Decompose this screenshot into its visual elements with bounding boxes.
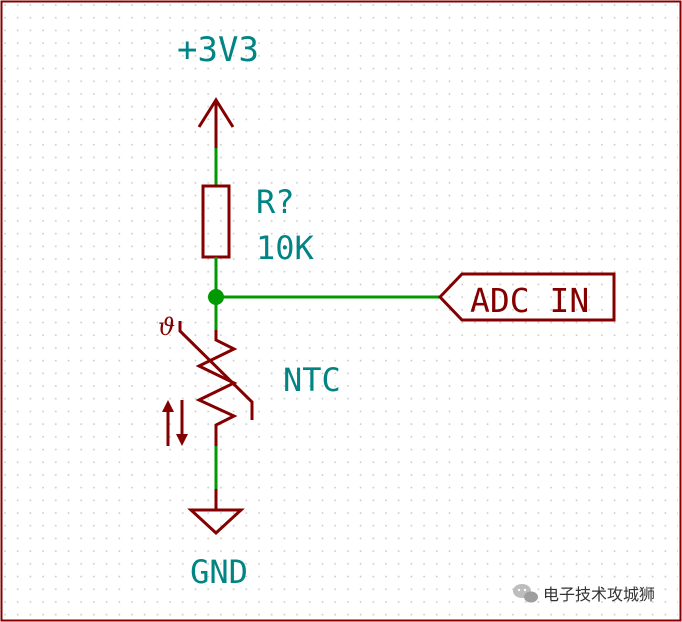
thermistor-value: NTC — [283, 361, 341, 399]
thermistor-theta-glyph: ϑ — [158, 313, 175, 341]
temperature-arrows-icon — [162, 400, 188, 446]
grid-dots — [4, 4, 678, 618]
resistor-symbol[interactable]: R? 10K — [201, 183, 315, 267]
power-net-label: +3V3 — [177, 30, 259, 70]
power-symbol-3v3[interactable]: +3V3 — [177, 30, 259, 148]
resistor-value: 10K — [256, 229, 315, 267]
net-label-text: ADC_IN — [470, 281, 589, 321]
wechat-icon — [513, 584, 538, 603]
ground-symbol[interactable]: GND — [187, 489, 248, 591]
resistor-reference: R? — [256, 183, 295, 221]
net-label-adc-in[interactable]: ADC_IN — [437, 272, 616, 322]
watermark: 电子技术攻城狮 — [513, 584, 655, 604]
ground-net-label: GND — [190, 553, 248, 591]
ntc-thermistor-symbol[interactable]: ϑ NTC — [158, 313, 341, 446]
watermark-text: 电子技术攻城狮 — [543, 585, 655, 604]
